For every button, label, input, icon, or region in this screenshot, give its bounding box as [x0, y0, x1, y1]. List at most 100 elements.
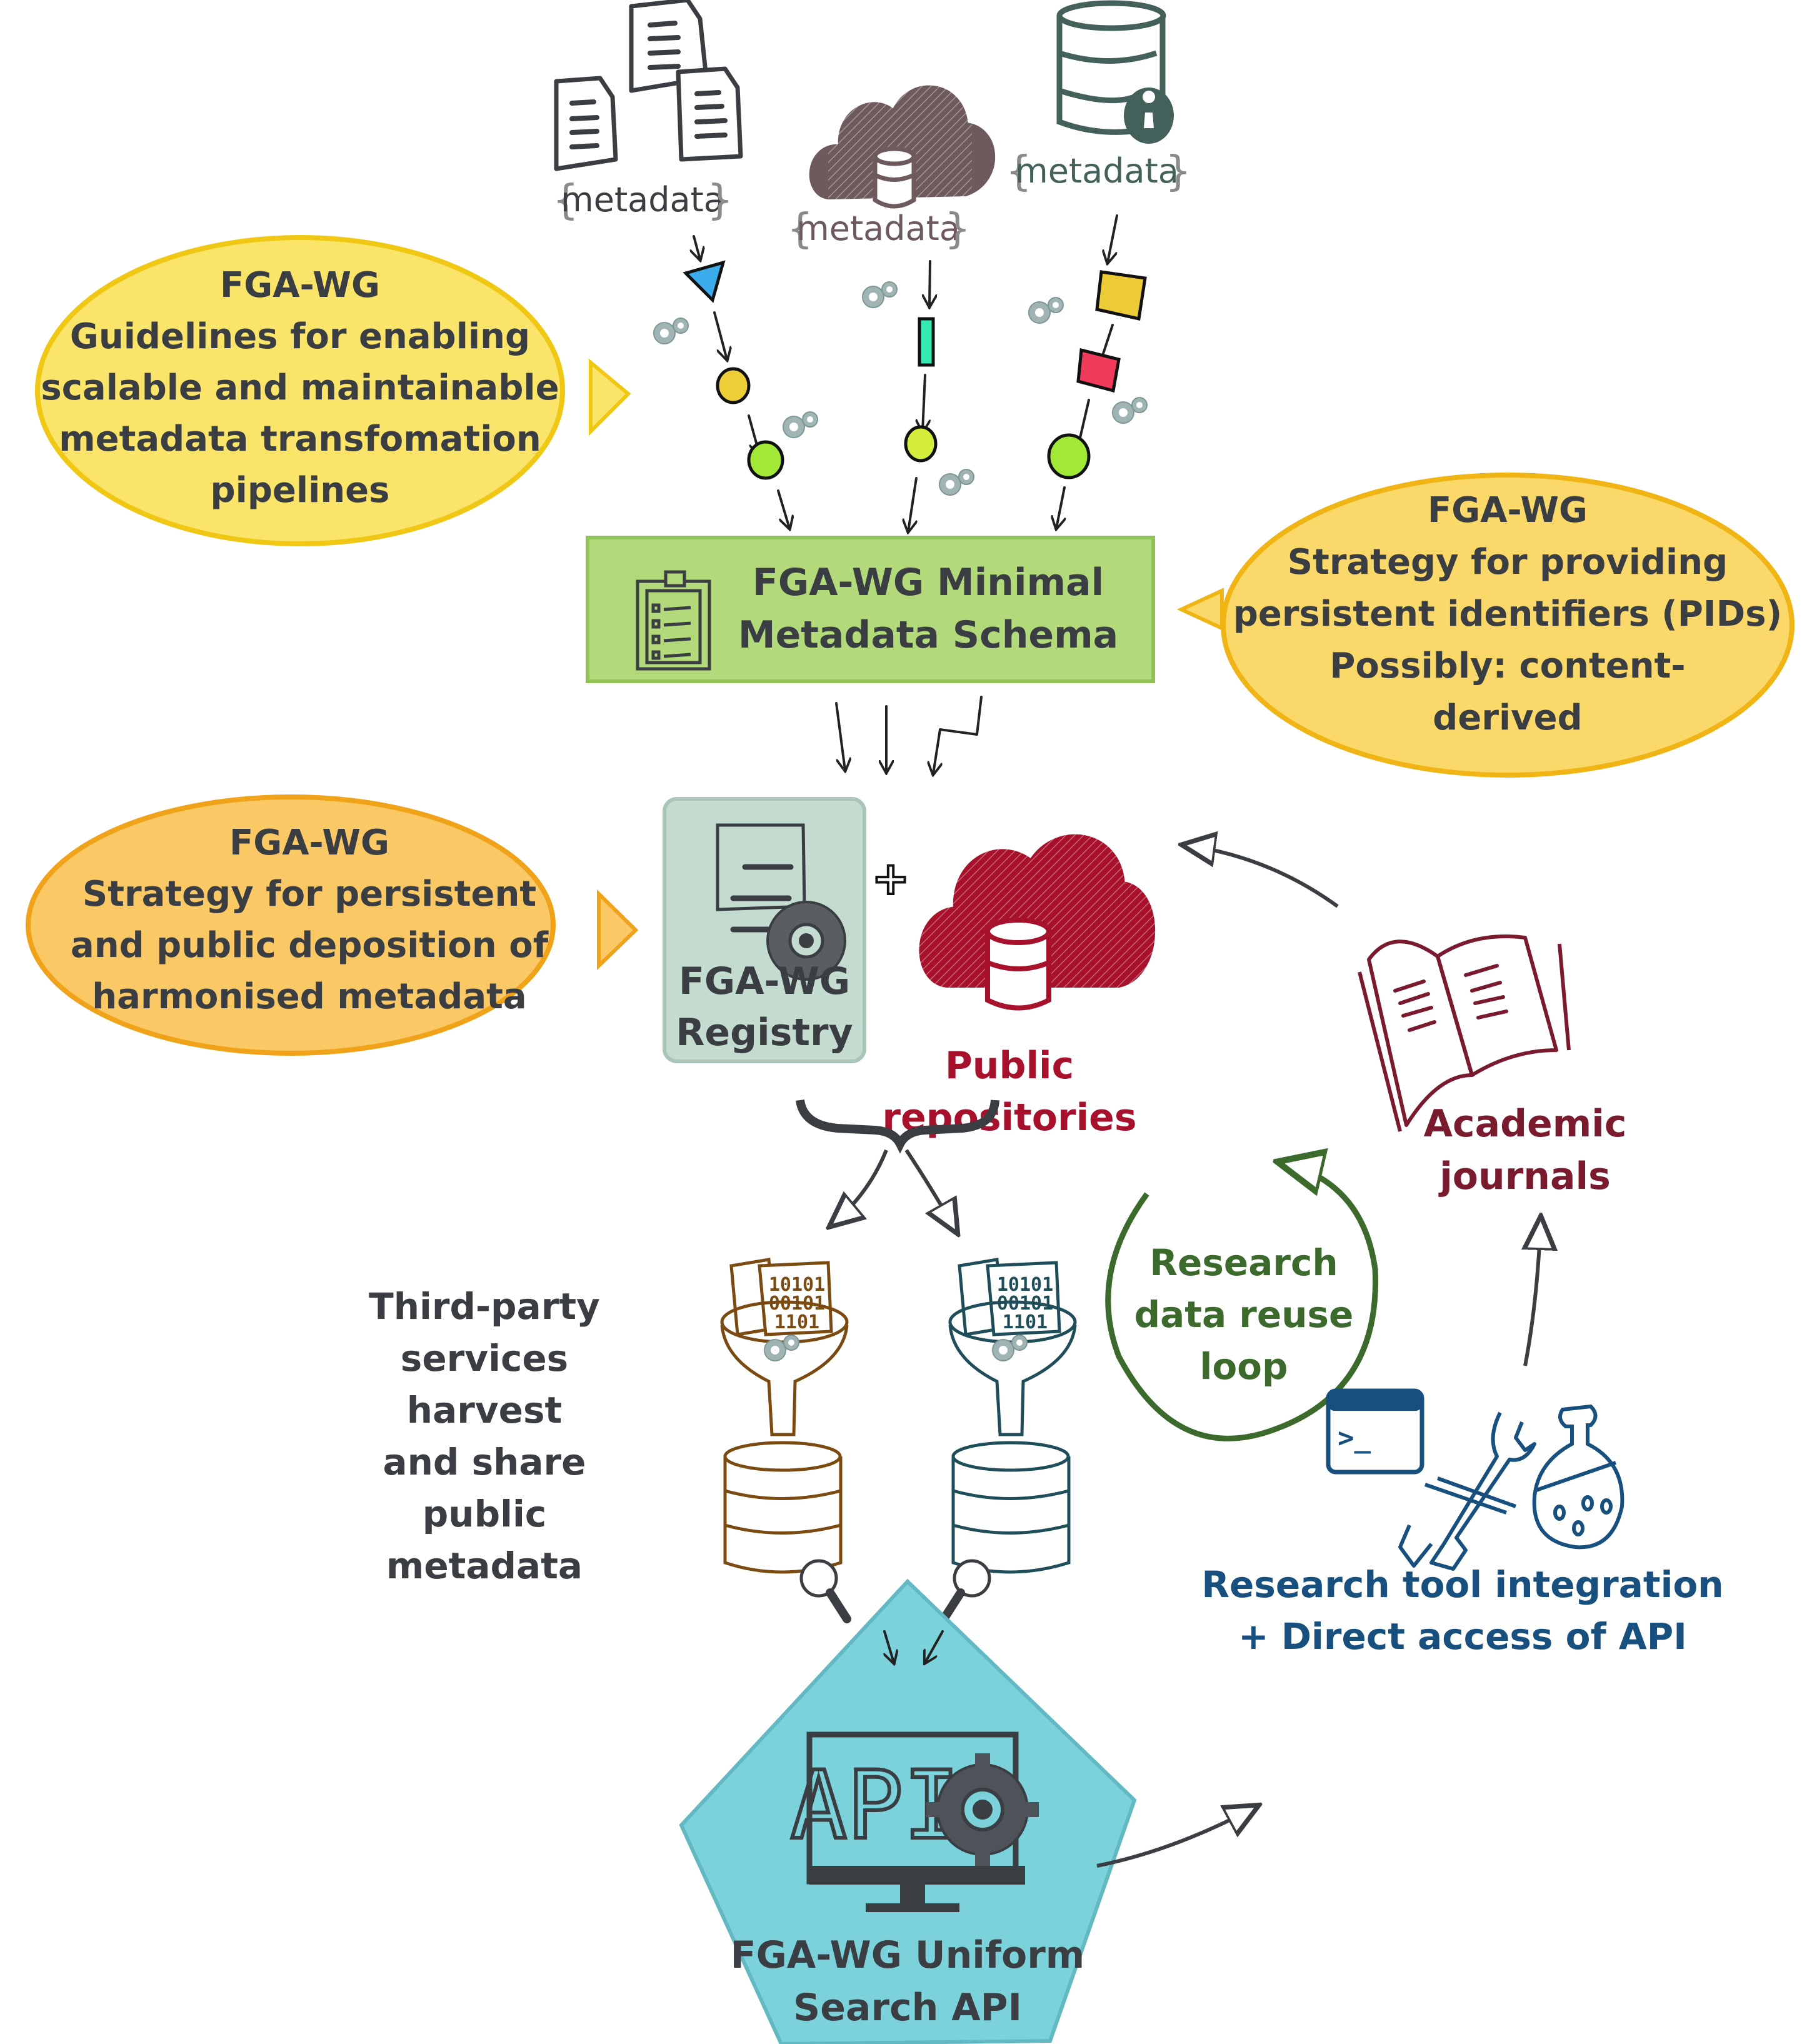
- metadata-label: metadata: [561, 180, 724, 219]
- pipeline-shape-circle: [747, 440, 784, 480]
- research-tools-line: + Direct access of API: [1238, 1615, 1687, 1658]
- pipeline-shape-bar: [918, 317, 935, 367]
- pipeline-shape-circle: [1047, 433, 1091, 479]
- documents-icon: [554, 0, 743, 171]
- cloud-database-icon: [913, 825, 1163, 1011]
- third-party-line: services: [401, 1337, 568, 1380]
- callout-line: scalable and maintainable: [41, 368, 559, 408]
- reuse-loop-line: Research: [1149, 1241, 1338, 1284]
- locked-database-icon: [1056, 0, 1174, 144]
- source-label-documents: { metadata }: [553, 176, 733, 224]
- metadata-label: metadata: [796, 209, 960, 248]
- registry-label-line: Registry: [676, 1011, 853, 1055]
- callout-line: Guidelines for enabling: [70, 316, 530, 357]
- callout-line: Possibly: content-: [1329, 646, 1685, 686]
- arrow-to-harvester-left: [831, 1149, 888, 1225]
- third-party-line: and share: [383, 1441, 586, 1483]
- terminal-icon: >_: [1326, 1388, 1424, 1475]
- callout-pipelines: FGA-WG Guidelines for enabling scalable …: [35, 235, 631, 546]
- binary-line: 1101: [1003, 1311, 1048, 1333]
- pipeline-shape-circle: [716, 367, 751, 404]
- arrow-to-harvester-right: [904, 1149, 956, 1231]
- source-label-cloud: { metadata }: [788, 204, 970, 253]
- gear-icon: [926, 1753, 1039, 1866]
- clipboard-icon: [636, 570, 711, 671]
- uniform-search-api: API FGA-WG Uniform Search API: [679, 1578, 1137, 2044]
- registry-label-line: FGA-WG: [679, 959, 850, 1003]
- third-party-services-text: Third-party services harvest and share p…: [369, 1285, 600, 1587]
- merge-brace-icon: [796, 1099, 999, 1154]
- api-label-line: Search API: [793, 1986, 1022, 2030]
- funnel-icon: [948, 1300, 1077, 1436]
- api-to-tools-arrow: [1096, 1806, 1256, 1868]
- svg-text:}: }: [945, 204, 970, 253]
- gears-icon: [764, 1335, 799, 1361]
- third-party-line: public: [423, 1493, 546, 1535]
- pipeline-shape-circle: [904, 425, 938, 463]
- schema-title-line: FGA-WG Minimal: [753, 561, 1104, 604]
- pipeline-shape-square: [1076, 348, 1121, 393]
- metadata-label: metadata: [1015, 151, 1179, 191]
- reuse-loop-line: loop: [1199, 1345, 1288, 1388]
- gears-icon: [783, 411, 818, 438]
- tools-to-journals-arrow: [1525, 1219, 1541, 1366]
- callout-line: and public deposition of: [71, 925, 549, 966]
- db-to-api-arrow: [925, 1630, 944, 1663]
- third-party-line: metadata: [386, 1545, 583, 1587]
- gears-icon: [992, 1335, 1028, 1361]
- terminal-prompt: >_: [1338, 1422, 1371, 1454]
- public-repositories-label-line: Public: [945, 1044, 1074, 1088]
- binary-line: 1101: [774, 1311, 819, 1333]
- gears-icon: [862, 281, 898, 308]
- flask-icon: [1532, 1404, 1624, 1550]
- gears-icon: [1112, 397, 1148, 424]
- gears-icon: [939, 469, 974, 496]
- research-tools-line: Research tool integration: [1201, 1563, 1723, 1606]
- funnel-icon: [720, 1300, 849, 1436]
- minimal-metadata-schema-box: FGA-WG Minimal Metadata Schema: [586, 536, 1155, 683]
- academic-journals: Academic journals: [1358, 934, 1627, 1198]
- svg-text:}: }: [1166, 147, 1191, 195]
- research-data-reuse-loop: Research data reuse loop: [1105, 1163, 1379, 1441]
- svg-text:{: {: [1006, 147, 1031, 195]
- plus-symbol: +: [872, 852, 909, 904]
- open-book-icon: [1358, 934, 1571, 1132]
- document-gear-icon: [716, 823, 846, 981]
- registry-box: FGA-WG Registry: [663, 797, 866, 1063]
- svg-text:}: }: [708, 176, 733, 224]
- api-label-line: FGA-WG Uniform: [731, 1933, 1085, 1977]
- public-repositories: Public repositories: [882, 825, 1163, 1140]
- schema-to-registry-arrows: [835, 696, 983, 774]
- source-label-locked-db: { metadata }: [1006, 147, 1191, 195]
- reuse-loop-line: data reuse: [1134, 1293, 1354, 1336]
- callout-line: metadata transfomation: [59, 419, 541, 459]
- magnifier-icon: [939, 1559, 991, 1623]
- journals-label-line: journals: [1438, 1155, 1611, 1198]
- database-icon: [951, 1441, 1071, 1574]
- journals-to-repositories-arrow: [1184, 845, 1339, 908]
- pipeline-left: [653, 235, 818, 528]
- callout-line: pipelines: [211, 470, 390, 511]
- svg-text:{: {: [788, 204, 813, 253]
- pipeline-right: [1028, 214, 1148, 528]
- callout-deposition: FGA-WG Strategy for persistent and publi…: [26, 794, 639, 1056]
- cloud-database-icon: [809, 81, 996, 209]
- callout-line: FGA-WG: [229, 823, 389, 863]
- database-icon: [723, 1441, 843, 1574]
- third-party-line: harvest: [407, 1389, 562, 1431]
- callout-line: FGA-WG: [1428, 490, 1588, 531]
- callout-line: derived: [1433, 698, 1582, 738]
- binary-line: 10101: [997, 1274, 1053, 1296]
- callout-line: Strategy for providing: [1288, 542, 1728, 583]
- callout-line: persistent identifiers (PIDs): [1233, 594, 1782, 634]
- callout-line: FGA-WG: [220, 265, 380, 306]
- callout-line: harmonised metadata: [92, 976, 526, 1017]
- schema-title-line: Metadata Schema: [738, 613, 1118, 657]
- binary-line: 10101: [769, 1274, 825, 1296]
- pipeline-middle: [862, 260, 974, 531]
- journals-label-line: Academic: [1424, 1102, 1627, 1146]
- svg-text:{: {: [553, 176, 578, 224]
